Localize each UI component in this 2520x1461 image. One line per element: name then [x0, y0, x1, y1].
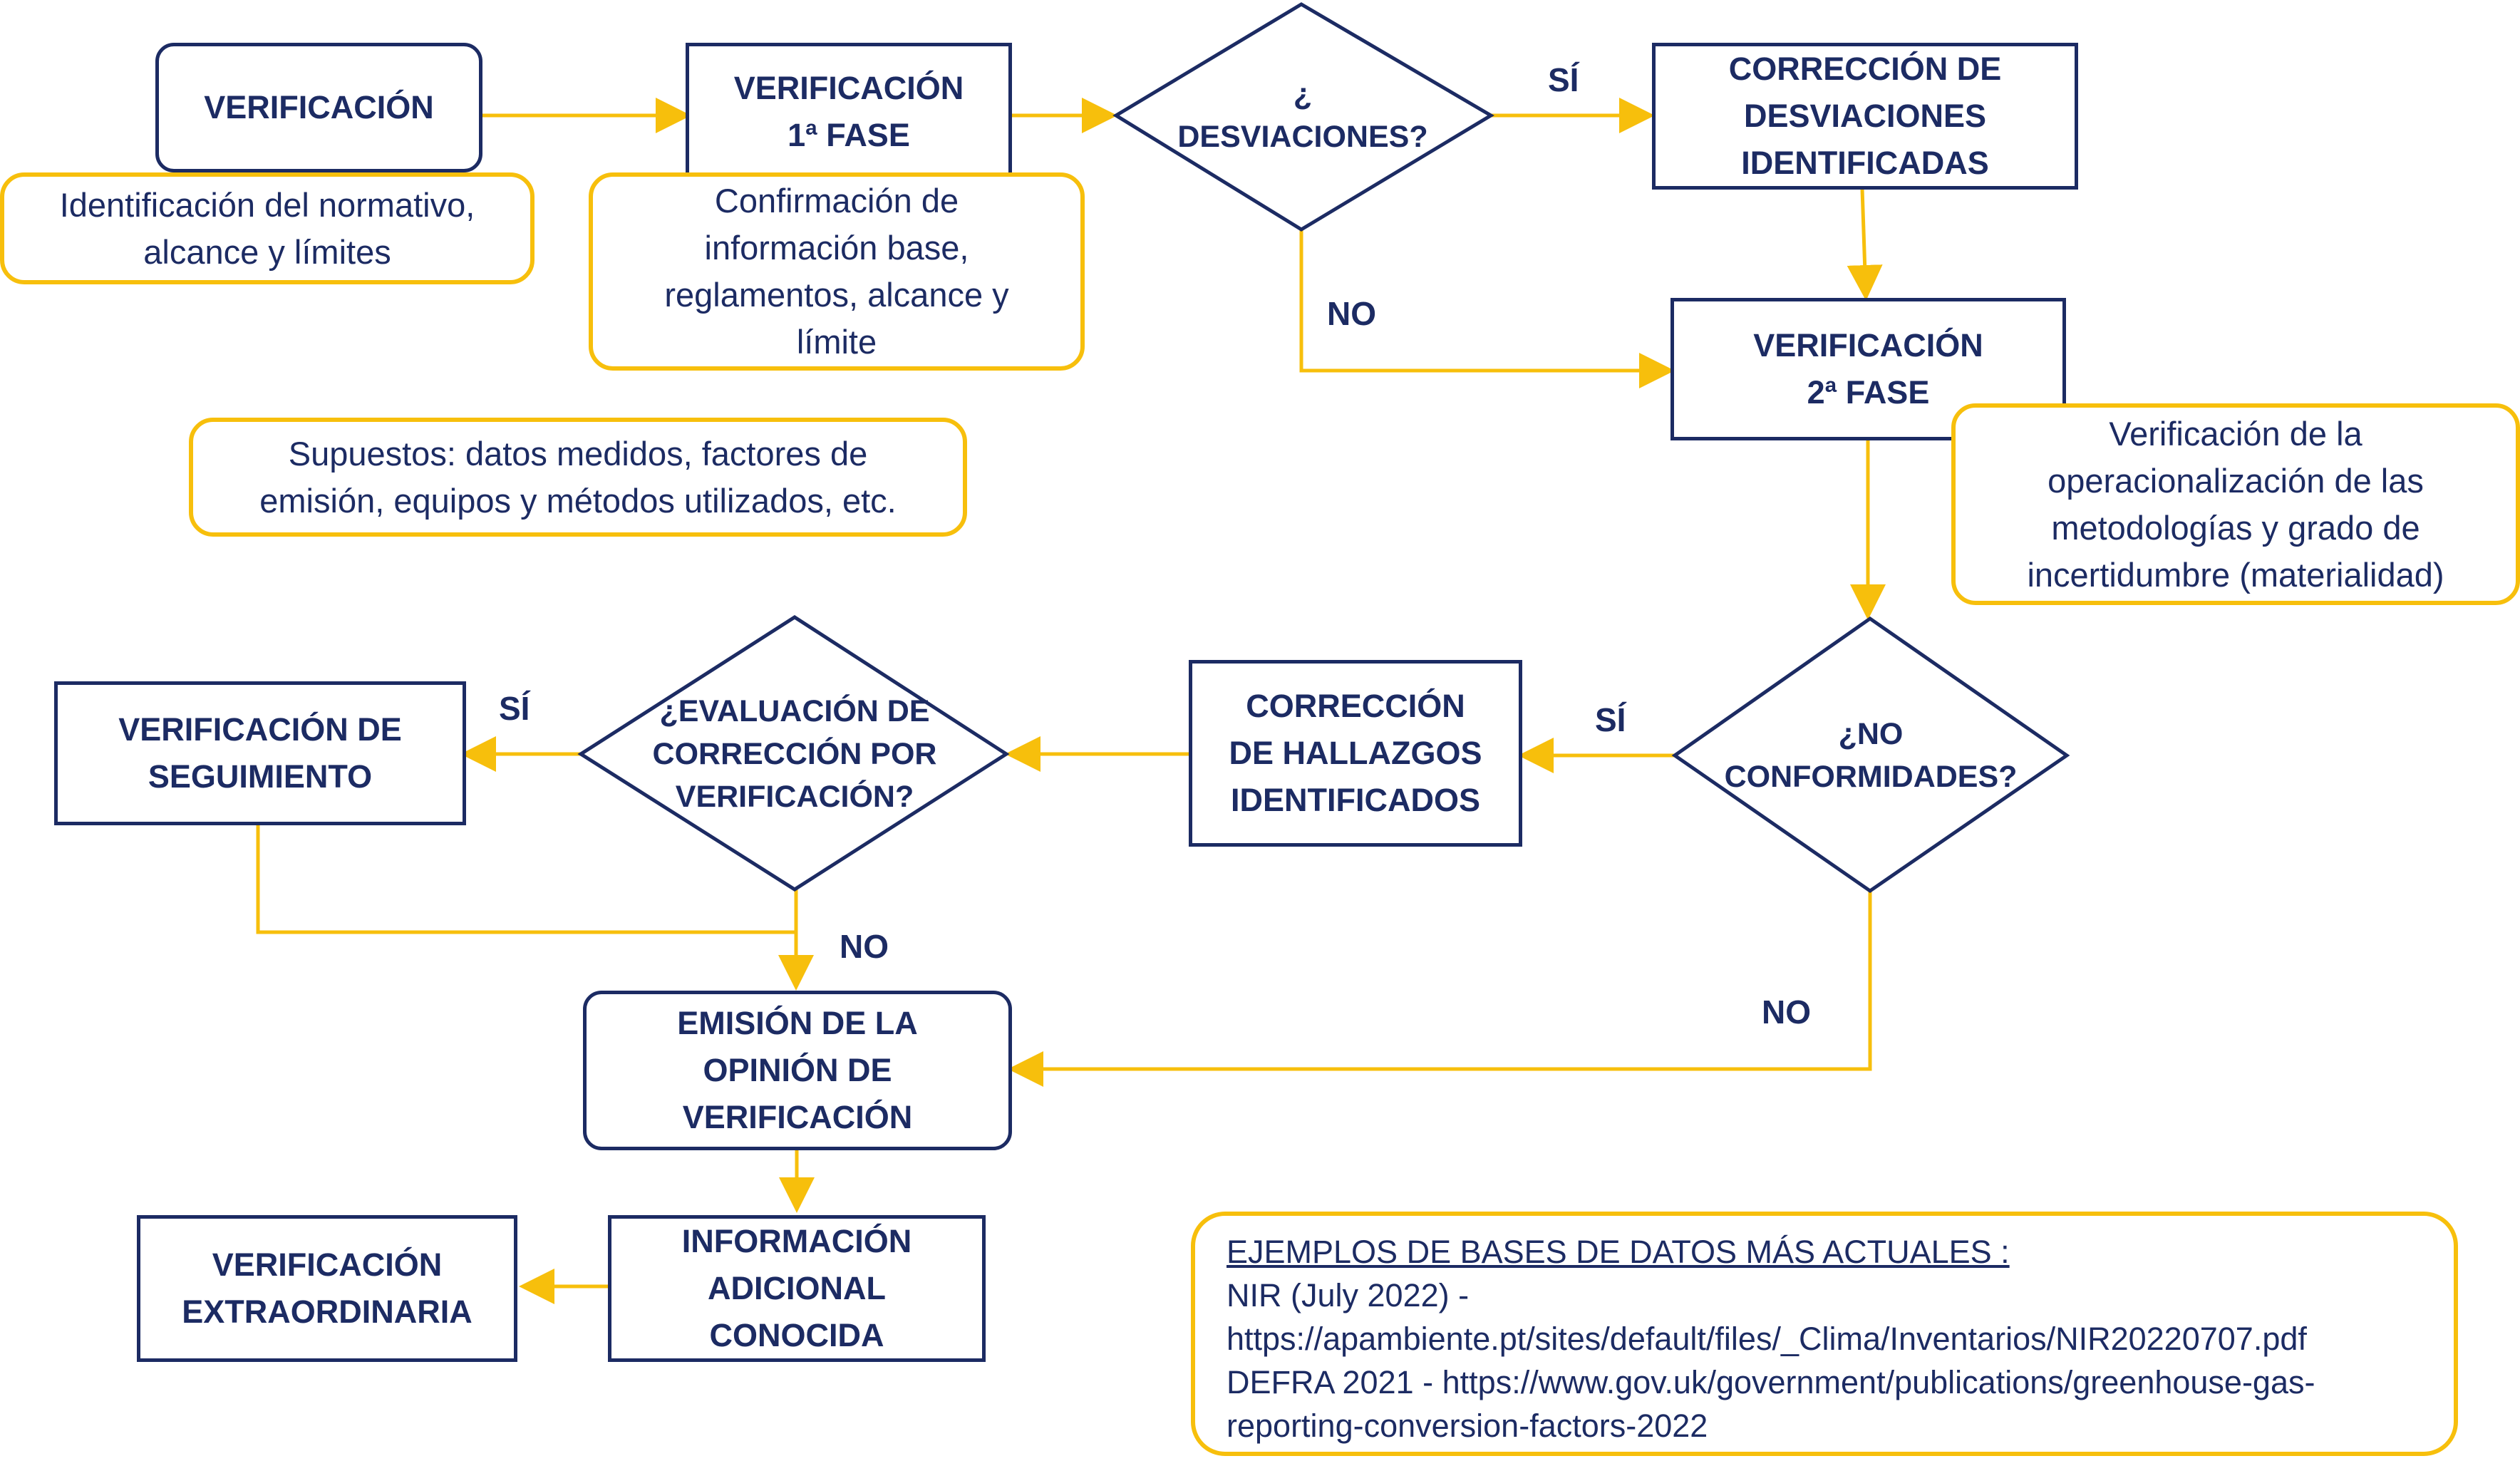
- edge-label-no-no-conformidades: NO: [1762, 993, 1811, 1031]
- node-correccion-desviaciones: CORRECCIÓN DE DESVIACIONES IDENTIFICADAS: [1652, 43, 2078, 190]
- reference-line: DEFRA 2021 - https://www.gov.uk/governme…: [1227, 1364, 2315, 1400]
- references-box: EJEMPLOS DE BASES DE DATOS MÁS ACTUALES …: [1191, 1212, 2458, 1456]
- diamond-no-conformidades: [1671, 616, 2070, 894]
- diamond-evaluacion: [577, 615, 1010, 892]
- node-correccion-hallazgos: CORRECCIÓN DE HALLAZGOS IDENTIFICADOS: [1189, 660, 1522, 847]
- node-verificacion-seguimiento: VERIFICACIÓN DE SEGUIMIENTO: [54, 681, 466, 825]
- reference-line: NIR (July 2022) -: [1227, 1277, 1470, 1313]
- diamond-label-evaluacion: ¿EVALUACIÓN DE CORRECCIÓN POR VERIFICACI…: [652, 694, 937, 814]
- edge-correccion-fase2: [1847, 188, 1883, 301]
- reference-line: reporting-conversion-factors-2022: [1227, 1408, 1708, 1444]
- note-identificacion: Identificación del normativo, alcance y …: [0, 172, 535, 284]
- note-supuestos: Supuestos: datos medidos, factores de em…: [189, 418, 967, 537]
- edge-noconformidades-emision: [1008, 891, 1872, 1087]
- edge-label-si-no-conformidades: SÍ: [1595, 701, 1626, 738]
- node-verificacion-extraordinaria: VERIFICACIÓN EXTRAORDINARIA: [137, 1215, 517, 1362]
- edge-label-no-desviaciones: NO: [1327, 295, 1376, 332]
- edge-label-si-desviaciones: SÍ: [1548, 61, 1579, 98]
- diamond-label-desviaciones: ¿ DESVIACIONES?: [1177, 77, 1428, 154]
- edge-label-no-evaluacion: NO: [840, 928, 889, 965]
- edge-label-si-evaluacion: SÍ: [499, 690, 530, 727]
- reference-link[interactable]: https://apambiente.pt/sites/default/file…: [1227, 1321, 2307, 1357]
- references-title: EJEMPLOS DE BASES DE DATOS MÁS ACTUALES …: [1227, 1234, 2010, 1270]
- edge-desviaciones-fase2: [1299, 229, 1675, 388]
- edge-seguimiento-emision: [256, 825, 796, 934]
- node-verificacion-1a-fase: VERIFICACIÓN 1ª FASE: [686, 43, 1012, 181]
- diamond-label-no-conformidades: ¿NO CONFORMIDADES?: [1724, 717, 2018, 794]
- node-verificacion: VERIFICACIÓN: [155, 43, 482, 172]
- note-operacionalizacion: Verificación de la operacionalización de…: [1951, 403, 2520, 605]
- node-informacion-adicional: INFORMACIÓN ADICIONAL CONOCIDA: [608, 1215, 986, 1362]
- diamond-desviaciones: [1112, 2, 1494, 232]
- node-emision-opinion: EMISIÓN DE LA OPINIÓN DE VERIFICACIÓN: [583, 991, 1012, 1150]
- note-confirmacion: Confirmación de información base, reglam…: [589, 172, 1085, 371]
